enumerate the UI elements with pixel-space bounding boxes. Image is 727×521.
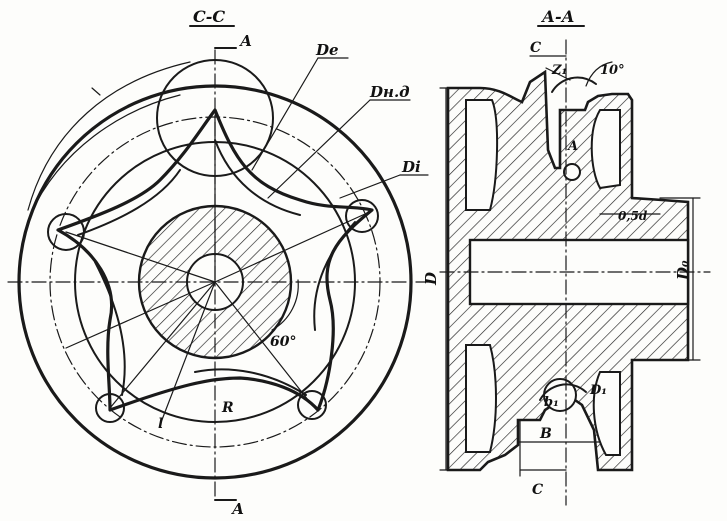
label-d-hub: D₀ (674, 260, 692, 281)
label-angle: 60° (270, 334, 296, 350)
label-r-top: 10° (600, 63, 625, 78)
cavity-bottom-right (592, 371, 621, 456)
radial-lines (65, 114, 366, 426)
tooth-bottom-profile (539, 383, 587, 401)
label-z-top: Z₁ (551, 63, 567, 78)
section-cc-title: С-С (193, 7, 225, 26)
tooth-right (345, 199, 379, 233)
label-a-small: A (566, 139, 578, 154)
label-dnd: Dн.д (369, 83, 410, 101)
label-c-top: C (530, 40, 541, 56)
label-b1: b₁ (544, 395, 559, 410)
tooth-top-profile (551, 76, 597, 93)
tooth-bottom-left (95, 393, 125, 423)
leader-z (545, 67, 571, 81)
tooth-left (47, 213, 85, 251)
label-b-dim: B (539, 426, 552, 442)
label-l-left: l (158, 416, 163, 432)
label-a-bottom: А (231, 500, 244, 518)
label-r-center: R (221, 400, 234, 416)
cavity-bottom (465, 344, 497, 453)
star-web (56, 108, 374, 412)
label-de: De (315, 41, 339, 59)
label-d-big: D (422, 272, 440, 286)
cavity-top-right (590, 109, 621, 190)
section-aa-title: А-А (541, 7, 575, 26)
label-di: Di (401, 158, 421, 176)
cavity-top (465, 99, 499, 211)
tooth-bottom-right (297, 390, 327, 420)
label-a-top: А (239, 32, 252, 50)
leader-angle-top (585, 61, 613, 87)
front-view (7, 47, 431, 501)
label-half-d: 0,5d (618, 209, 648, 223)
star-inner (77, 139, 356, 396)
label-c-bottom: C (532, 482, 543, 498)
side-section-view (439, 39, 711, 506)
chain-roller-top (563, 163, 581, 181)
leader-lines (27, 57, 429, 331)
label-d1: D₁ (589, 383, 607, 398)
